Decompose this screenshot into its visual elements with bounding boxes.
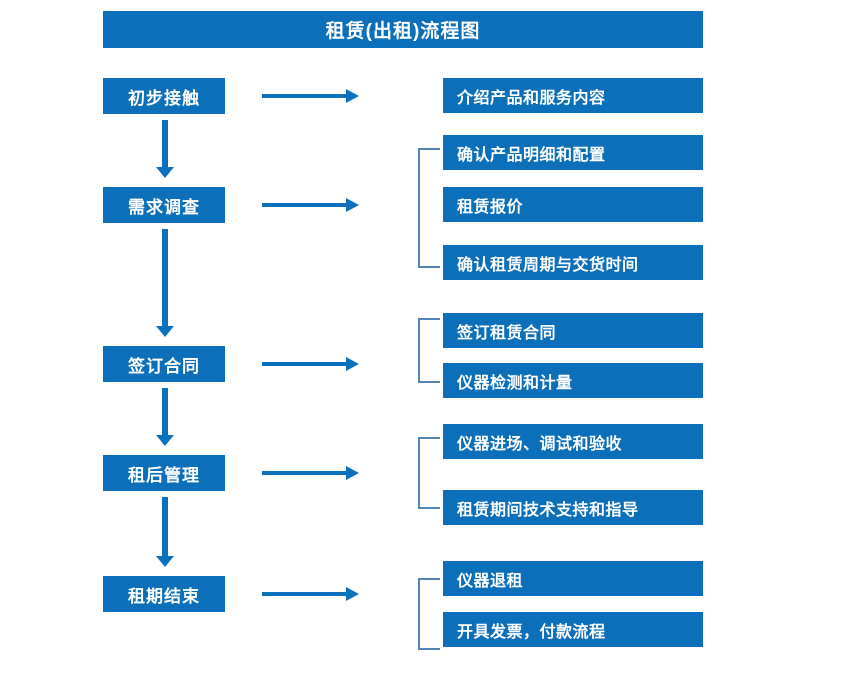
arrow-right-icon-3 — [262, 357, 359, 371]
arrow-down-icon-3 — [155, 388, 175, 446]
stage-box-1[interactable]: 初步接触 — [103, 78, 225, 114]
detail-box-1-1[interactable]: 介绍产品和服务内容 — [443, 78, 703, 113]
arrow-down-icon-1 — [155, 120, 175, 178]
detail-box-5-1[interactable]: 仪器退租 — [443, 561, 703, 596]
detail-box-2-2[interactable]: 租赁报价 — [443, 187, 703, 222]
stage-box-2[interactable]: 需求调查 — [103, 187, 225, 223]
arrow-down-icon-2 — [155, 229, 175, 337]
arrow-right-icon-5 — [262, 587, 359, 601]
group-bracket-5 — [418, 578, 440, 650]
detail-box-2-1[interactable]: 确认产品明细和配置 — [443, 135, 703, 170]
flowchart-title: 租赁(出租)流程图 — [103, 11, 703, 48]
group-bracket-3 — [418, 318, 440, 383]
stage-box-3[interactable]: 签订合同 — [103, 346, 225, 382]
arrow-right-icon-2 — [262, 198, 359, 212]
detail-box-3-2[interactable]: 仪器检测和计量 — [443, 363, 703, 398]
stage-box-4[interactable]: 租后管理 — [103, 455, 225, 491]
group-bracket-2 — [418, 148, 440, 268]
arrow-right-icon-4 — [262, 466, 359, 480]
stage-box-5[interactable]: 租期结束 — [103, 576, 225, 612]
detail-box-4-1[interactable]: 仪器进场、调试和验收 — [443, 424, 703, 459]
group-bracket-4 — [418, 437, 440, 509]
detail-box-2-3[interactable]: 确认租赁周期与交货时间 — [443, 245, 703, 280]
arrow-down-icon-4 — [155, 497, 175, 567]
detail-box-5-2[interactable]: 开具发票，付款流程 — [443, 612, 703, 647]
detail-box-4-2[interactable]: 租赁期间技术支持和指导 — [443, 490, 703, 525]
arrow-right-icon-1 — [262, 89, 359, 103]
detail-box-3-1[interactable]: 签订租赁合同 — [443, 313, 703, 348]
